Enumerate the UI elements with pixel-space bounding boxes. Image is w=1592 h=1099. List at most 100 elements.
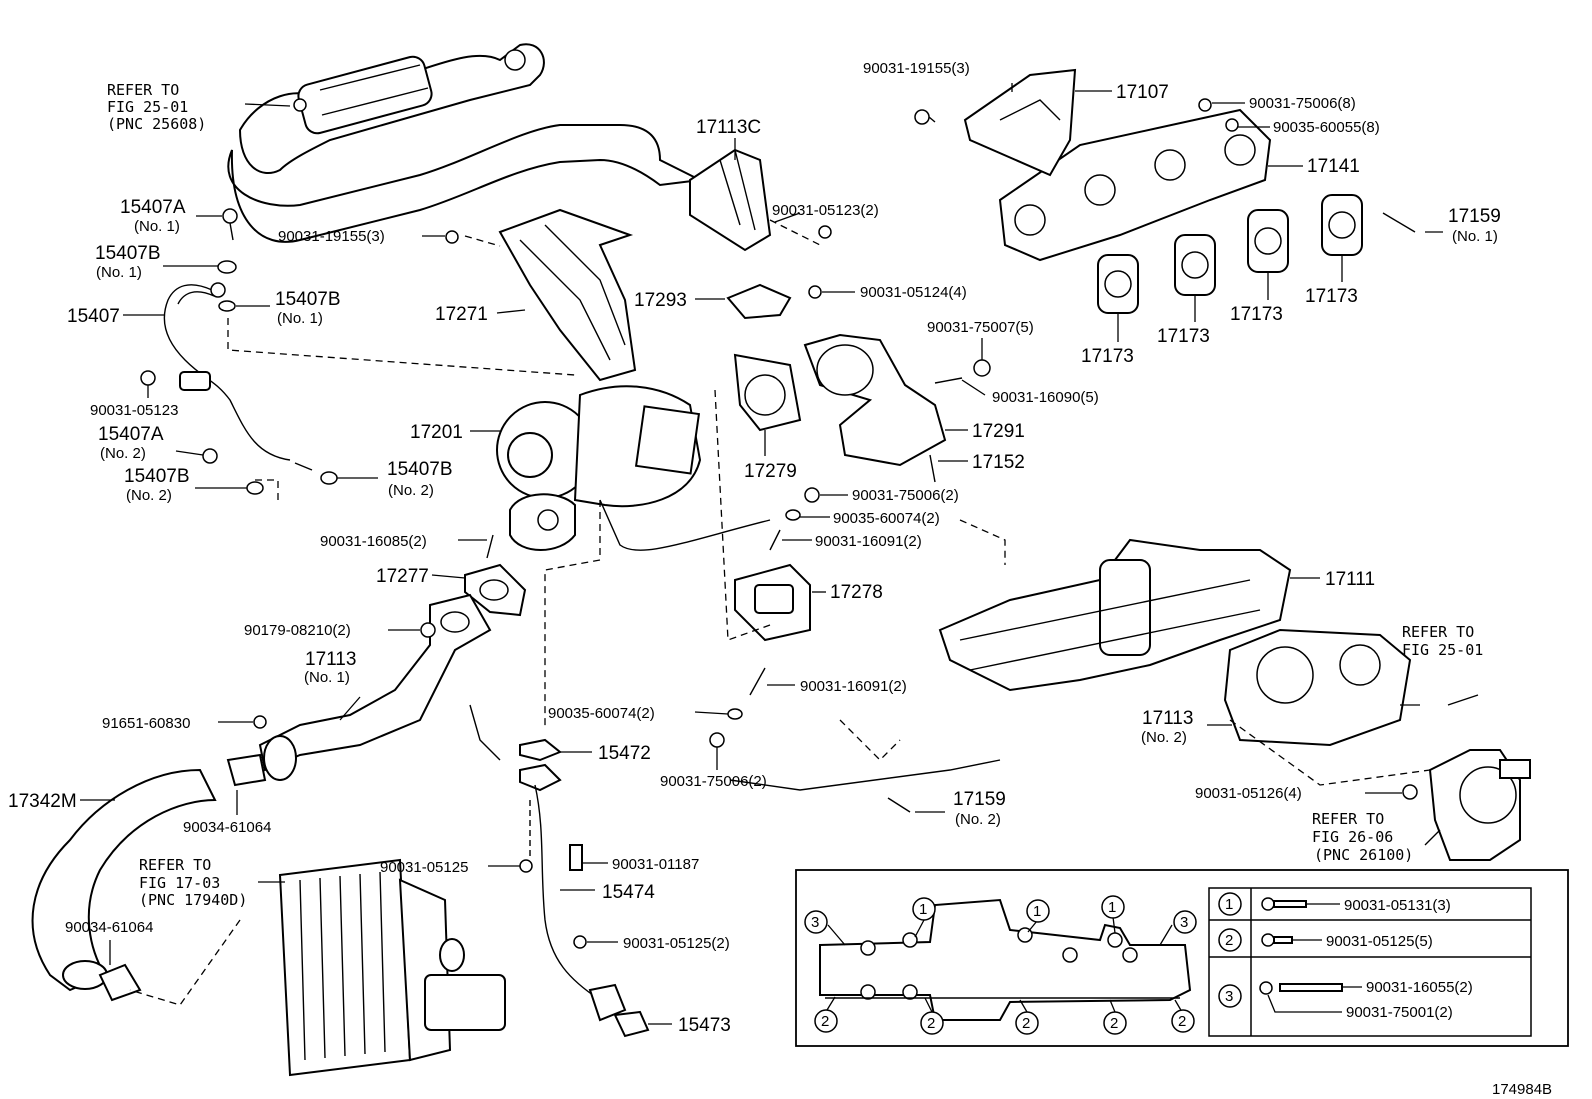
turbocharger-17201-drawing — [496, 385, 702, 551]
gasket-legend-box: 3 1 1 1 3 2 2 2 2 2 1 90031-05131(3) 2 9… — [795, 869, 1569, 1047]
legend-row-2: 2 90031-05125(5) — [1218, 928, 1433, 952]
label-90031-05124-4: 90031-05124(4) — [860, 284, 967, 301]
label-15472: 15472 — [598, 743, 651, 764]
egr-pipe-15474-drawing — [519, 738, 650, 1038]
label-17173-d: 17173 — [1305, 286, 1358, 307]
label-17159-no1-sub: (No. 1) — [1452, 228, 1498, 245]
intercooler-drawing — [278, 858, 506, 1077]
label-90031-19155-3-mid: 90031-19155(3) — [278, 228, 385, 245]
label-90031-16090-5: 90031-16090(5) — [992, 389, 1099, 406]
label-17271: 17271 — [435, 304, 488, 325]
label-90034-61064-b: 90034-61064 — [65, 919, 153, 936]
label-90035-60074-2-a: 90035-60074(2) — [833, 510, 940, 527]
legend-marker-3-left: 3 — [804, 910, 828, 934]
label-17111: 17111 — [1325, 569, 1375, 590]
assembly-dashed-lines — [129, 219, 1431, 1006]
label-17152: 17152 — [972, 452, 1025, 473]
svg-text:2: 2 — [1110, 1015, 1118, 1032]
legend-row-3-num: 3 — [1225, 988, 1233, 1005]
label-15407a-no1-sub: (No. 1) — [134, 218, 180, 235]
label-17159-no1: 17159 — [1448, 206, 1501, 227]
label-90031-16085-2: 90031-16085(2) — [320, 533, 427, 550]
label-15407b-no2-a-sub: (No. 2) — [126, 487, 172, 504]
svg-text:3: 3 — [811, 914, 819, 931]
label-17173-c: 17173 — [1230, 304, 1283, 325]
label-17113-no2: 17113 — [1142, 708, 1193, 729]
ref-fig1703-line2: FIG 17-03 — [139, 874, 220, 892]
label-90031-75007-5: 90031-75007(5) — [927, 319, 1034, 336]
label-17113c: 17113C — [696, 117, 761, 138]
label-17159-no2: 17159 — [953, 789, 1006, 810]
hose-17342m-drawing — [31, 753, 267, 1002]
hardware-drawing — [140, 98, 1479, 949]
label-15407: 15407 — [67, 306, 120, 327]
svg-text:2: 2 — [927, 1015, 935, 1032]
legend-marker-3-right: 3 — [1173, 910, 1197, 934]
label-15407b-no1-a: 15407B — [95, 243, 161, 264]
svg-text:1: 1 — [1033, 903, 1041, 920]
legend-row-3: 3 90031-16055(2) 90031-75001(2) — [1218, 979, 1473, 1021]
ref-fig2501-right-line1: REFER TO — [1402, 623, 1474, 641]
label-15407a-no2: 15407A — [98, 424, 164, 445]
inlet-pipe-17113-no1-drawing — [258, 593, 492, 781]
label-17173-a: 17173 — [1081, 346, 1134, 367]
label-90031-19155-3-top: 90031-19155(3) — [863, 60, 970, 77]
ref-fig2501-top-line3: (PNC 25608) — [107, 115, 206, 133]
label-90031-05125: 90031-05125 — [380, 859, 468, 876]
label-15407a-no2-sub: (No. 2) — [100, 445, 146, 462]
gasket-17279-drawing — [733, 353, 802, 432]
gasket-17277-drawing — [464, 563, 527, 617]
legend-row-1-part: 90031-05131(3) — [1344, 897, 1451, 914]
label-15407b-no2-b: 15407B — [387, 459, 453, 480]
label-15407b-no1-b-sub: (No. 1) — [277, 310, 323, 327]
egr-cooler-pipe-drawing — [238, 43, 545, 175]
part-labels: REFER TO FIG 25-01 (PNC 25608) 90031-191… — [8, 60, 1501, 1036]
legend-row-3-part-2: 90031-75001(2) — [1346, 1004, 1453, 1021]
leader-lines — [80, 83, 1443, 1025]
label-90031-16091-2-a: 90031-16091(2) — [815, 533, 922, 550]
label-17113-no1: 17113 — [305, 649, 356, 670]
label-15474: 15474 — [602, 882, 655, 903]
legend-marker-2-a: 2 — [814, 1009, 838, 1033]
legend-marker-2-c: 2 — [1015, 1011, 1039, 1035]
gasket-17278-drawing — [734, 563, 811, 642]
stud-17159-no1-drawing — [1382, 212, 1416, 233]
label-90031-16091-2-b: 90031-16091(2) — [800, 678, 907, 695]
ref-fig1703-line3: (PNC 17940D) — [139, 891, 247, 909]
label-90031-75006-8: 90031-75006(8) — [1249, 95, 1356, 112]
legend-row-2-num: 2 — [1225, 932, 1233, 949]
ref-fig2606-line3: (PNC 26100) — [1314, 846, 1413, 864]
oil-pipe-15407-drawing — [163, 282, 291, 461]
label-17342m: 17342M — [8, 791, 77, 812]
label-17291: 17291 — [972, 421, 1025, 442]
legend-marker-2-d: 2 — [1103, 1011, 1127, 1035]
ref-fig2606-line1: REFER TO — [1312, 810, 1384, 828]
label-17113-no1-sub: (No. 1) — [304, 669, 350, 686]
svg-text:2: 2 — [1022, 1015, 1030, 1032]
label-17278: 17278 — [830, 582, 883, 603]
svg-text:2: 2 — [821, 1013, 829, 1030]
heat-shield-17113c-drawing — [689, 148, 772, 252]
svg-text:1: 1 — [1108, 899, 1116, 916]
ref-fig1703-line1: REFER TO — [139, 856, 211, 874]
plate-17293-drawing — [726, 283, 792, 320]
label-15407a-no1: 15407A — [120, 197, 186, 218]
legend-marker-2-b: 2 — [920, 1011, 944, 1035]
throttle-body-drawing — [1428, 749, 1531, 861]
label-17279: 17279 — [744, 461, 797, 482]
label-90031-75006-2-a: 90031-75006(2) — [852, 487, 959, 504]
diagram-id: 174984B — [1492, 1081, 1552, 1098]
intake-manifold-17111-drawing — [938, 538, 1292, 692]
label-15407b-no2-b-sub: (No. 2) — [388, 482, 434, 499]
label-17141: 17141 — [1307, 156, 1360, 177]
svg-text:1: 1 — [919, 901, 927, 918]
label-90031-75006-2-b: 90031-75006(2) — [660, 773, 767, 790]
label-17107: 17107 — [1116, 82, 1169, 103]
label-90035-60055-8: 90035-60055(8) — [1273, 119, 1380, 136]
label-90179-08210-2: 90179-08210(2) — [244, 622, 351, 639]
label-90031-05123-2: 90031-05123(2) — [772, 202, 879, 219]
exhaust-manifold-17141-drawing — [998, 108, 1272, 262]
label-90031-05125-2: 90031-05125(2) — [623, 935, 730, 952]
label-15473: 15473 — [678, 1015, 731, 1036]
